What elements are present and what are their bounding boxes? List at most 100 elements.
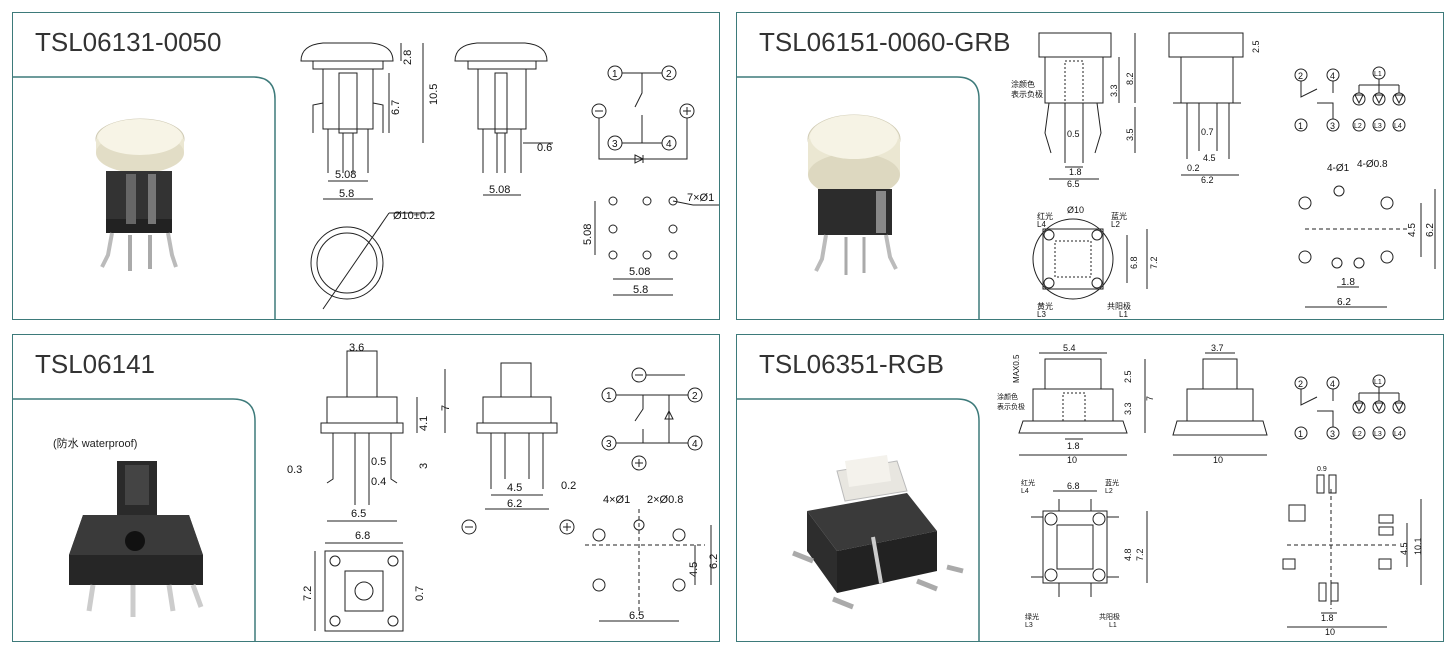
dim-label: 6.2 <box>1337 297 1351 308</box>
technical-drawing: 3.6 7 4.1 3 0.3 0.5 0.4 6.5 4.5 6.2 0.2 … <box>287 342 720 632</box>
dim-label: 3.6 <box>349 342 364 354</box>
dim-label: 4.8 <box>1123 548 1133 561</box>
panel-frame <box>13 76 276 319</box>
dim-label: 7.2 <box>1149 256 1159 269</box>
pin-label: 4 <box>1330 379 1335 389</box>
dim-label: 10 <box>1325 627 1335 637</box>
pin-label: 1 <box>606 391 612 402</box>
dim-label: 10 <box>1067 455 1077 465</box>
dim-label: 2.8 <box>402 50 414 65</box>
dim-label: 4-Ø1 <box>1327 163 1350 174</box>
note-label: L1 <box>1119 310 1128 319</box>
dim-label: 0.5 <box>371 456 386 468</box>
pin-label: 3 <box>606 439 612 450</box>
product-photo <box>807 114 901 275</box>
dim-label: 5.8 <box>339 188 354 200</box>
dim-label: 7 <box>440 405 452 411</box>
note-label: 黄光 <box>1037 301 1053 311</box>
note-label: L4 <box>1037 220 1046 229</box>
led-label: L4 <box>1394 431 1402 438</box>
led-label: L3 <box>1374 431 1382 438</box>
panel-frame <box>13 398 256 641</box>
note-label: L2 <box>1111 220 1120 229</box>
dim-label: 4.5 <box>1399 542 1409 555</box>
dim-label: 2.5 <box>1251 40 1261 53</box>
dim-label: 5.08 <box>629 266 650 278</box>
dim-label: 0.4 <box>371 476 386 488</box>
dim-label: 0.7 <box>1201 127 1214 137</box>
dim-label: MAX0.5 <box>1012 354 1021 383</box>
dim-label: 10.5 <box>428 84 440 105</box>
dim-label: 0.2 <box>561 480 576 492</box>
note-label: L1 <box>1109 622 1117 629</box>
panel-frame <box>737 76 980 319</box>
dim-label: 3 <box>418 463 430 469</box>
pin-label: 3 <box>1330 429 1335 439</box>
dim-label: 0.6 <box>537 142 552 154</box>
note-label: 蓝光 <box>1105 478 1119 487</box>
dim-label: 7×Ø1 <box>687 192 714 204</box>
dim-label: 1.8 <box>1067 441 1080 451</box>
product-photo <box>95 118 185 271</box>
dim-label: 6.5 <box>1067 179 1080 189</box>
dim-label: Ø10 <box>1067 205 1084 215</box>
dim-label: 6.2 <box>1201 175 1214 185</box>
dim-label: 4.5 <box>688 562 700 577</box>
note-label: 绿光 <box>1025 612 1039 621</box>
dim-label: 3.3 <box>1109 84 1119 97</box>
dim-label: 4.1 <box>418 416 430 431</box>
technical-drawing: 涂颜色 表示负极 3.3 8.2 0.5 3.5 1.8 6.5 2.5 0.7… <box>1011 32 1436 319</box>
dim-label: 6.5 <box>629 610 644 622</box>
product-title: TSL06151-0060-GRB <box>759 27 1011 57</box>
pin-label: 3 <box>1330 121 1335 131</box>
dim-label: 4-Ø0.8 <box>1357 159 1388 170</box>
note-label: 共阳极 <box>1107 301 1131 311</box>
dim-label: 5.08 <box>335 169 356 181</box>
note-label: L2 <box>1105 488 1113 495</box>
dim-label: 3.5 <box>1125 128 1135 141</box>
note-label: 蓝光 <box>1111 211 1127 221</box>
pin-label: 1 <box>1298 429 1303 439</box>
note-label: 红光 <box>1021 478 1035 487</box>
dim-label: 7.2 <box>1135 548 1145 561</box>
pin-label: 4 <box>692 439 698 450</box>
product-photo <box>69 461 204 617</box>
dim-label: 6.5 <box>351 508 366 520</box>
dim-label: 6.8 <box>1129 256 1139 269</box>
note-label: 红光 <box>1037 211 1053 221</box>
product-title: TSL06351-RGB <box>759 349 944 379</box>
dim-label: 0.9 <box>1317 466 1327 473</box>
dim-label: 5.8 <box>633 284 648 296</box>
dim-label: 3.7 <box>1211 343 1224 353</box>
pin-label: 4 <box>1330 71 1335 81</box>
dim-label: 4.5 <box>1203 153 1216 163</box>
dim-label: 6.2 <box>1425 223 1436 237</box>
pin-label: 2 <box>692 391 698 402</box>
note-label: 涂颜色 <box>1011 79 1035 89</box>
dim-label: 6.2 <box>708 554 720 569</box>
led-label: L1 <box>1374 379 1382 386</box>
dim-label: 4.5 <box>1407 223 1418 237</box>
led-label: L2 <box>1354 431 1362 438</box>
dim-label: 6.2 <box>507 498 522 510</box>
dim-label: 0.2 <box>1187 163 1200 173</box>
note-label: L4 <box>1021 488 1029 495</box>
dim-label: 7.2 <box>302 586 314 601</box>
dim-label: 1.8 <box>1321 613 1334 623</box>
dim-label: 5.08 <box>489 184 510 196</box>
dim-label: 4.5 <box>507 482 522 494</box>
dim-label: 1.8 <box>1069 167 1082 177</box>
dim-label: 10.1 <box>1413 537 1423 555</box>
dim-label: 0.7 <box>414 586 426 601</box>
dim-label: 5.4 <box>1063 343 1076 353</box>
panel-tsl06131: TSL06131-0050 5.08 5.8 2.8 10.5 6.7 <box>12 12 720 320</box>
led-label: L2 <box>1354 123 1362 130</box>
dim-label: 0.3 <box>287 464 302 476</box>
product-title: TSL06131-0050 <box>35 27 222 57</box>
panel-tsl06151: TSL06151-0060-GRB 涂颜色 表示负极 3.3 8.2 0.5 3… <box>736 12 1444 320</box>
dim-label: 2×Ø0.8 <box>647 494 683 506</box>
pin-label: 2 <box>666 69 672 80</box>
pin-label: 2 <box>1298 71 1303 81</box>
technical-drawing: MAX0.5 5.4 涂颜色 表示负极 2.5 3.3 7 1.8 10 3.7… <box>997 343 1423 637</box>
note-label: L3 <box>1025 622 1033 629</box>
